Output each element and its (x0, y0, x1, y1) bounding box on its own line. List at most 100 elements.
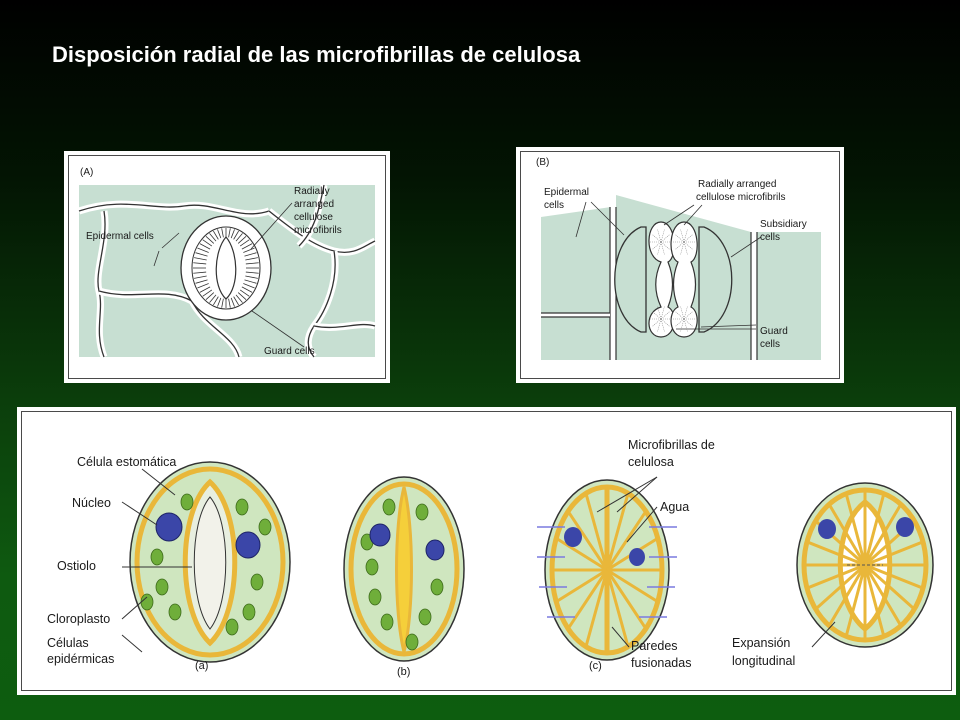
nucleus-icon (155, 512, 183, 542)
radial-wall (566, 569, 609, 630)
figure-c-diagram: Célula estomática Núcleo Ostiolo Cloropl… (47, 438, 934, 678)
radial-microfibril (209, 294, 217, 303)
radial-microfibril (660, 241, 665, 255)
epidermal-tissue-right (756, 232, 821, 360)
radial-microfibril (660, 229, 665, 243)
radial-microfibril (244, 252, 257, 257)
radial-wall (864, 563, 916, 611)
label-ostiolo: Ostiolo (57, 559, 96, 573)
label-epidermal: Epidermal (544, 187, 589, 198)
radial-microfibril (244, 279, 257, 284)
radial-wall (864, 563, 924, 590)
radial-microfibril (221, 228, 224, 238)
stoma-expanded-d (796, 482, 934, 648)
stoma-a (180, 215, 272, 321)
sublabel-c: (c) (589, 660, 602, 672)
nucleus-icon (369, 523, 391, 547)
stoma-open-a (129, 461, 291, 663)
radial-microfibril (213, 230, 219, 240)
radial-microfibril (683, 229, 688, 243)
radial-microfibril (199, 243, 211, 250)
label-celula-estomatica: Célula estomática (77, 455, 176, 469)
figure-b-panel-label: (B) (536, 157, 549, 168)
chloroplast-icon (365, 558, 379, 576)
radial-microfibril (245, 275, 258, 279)
figure-b-walls (541, 207, 758, 360)
radial-wall (806, 540, 866, 567)
sublabel-b: (b) (397, 666, 410, 678)
radial-microfibril (680, 241, 685, 255)
radial-microfibril (683, 241, 688, 255)
chloroplast-icon (405, 633, 419, 651)
radial-wall (844, 493, 867, 566)
subsidiary-cell-left (614, 226, 647, 333)
label-cellulose: cellulose (294, 212, 333, 223)
label-celulas: Células (47, 636, 89, 650)
label-longitudinal: longitudinal (732, 654, 795, 668)
guard-cells-b (648, 221, 698, 338)
radial-microfibril (243, 247, 255, 253)
radial-microfibril (230, 229, 235, 239)
radial-microfibril (230, 297, 235, 307)
radial-wall (605, 510, 648, 571)
label-radially: Radially (294, 186, 330, 197)
radial-wall (863, 564, 903, 627)
radial-microfibril (221, 298, 224, 308)
label-cellulose-microfibrils: cellulose microfibrils (696, 192, 785, 203)
radial-microfibril (683, 306, 688, 320)
radial-microfibril (657, 318, 662, 332)
radial-microfibril (245, 262, 259, 265)
radial-microfibril (217, 297, 222, 307)
radial-wall (844, 564, 867, 637)
radial-wall (864, 540, 924, 567)
nucleus-icon (818, 519, 836, 539)
figure-a-panel: (A) (64, 151, 390, 383)
radial-microfibril (194, 275, 207, 279)
nucleus-icon (235, 531, 261, 559)
radial-wall (555, 568, 608, 604)
chloroplast-icon (258, 518, 272, 536)
radial-microfibril (194, 257, 207, 261)
label-microfibrillas: Microfibrillas de (628, 438, 715, 452)
label-guard-cells-b: cells (760, 339, 780, 350)
radial-microfibril (213, 296, 219, 306)
chloroplast-icon (150, 548, 164, 566)
label-nucleo: Núcleo (72, 496, 111, 510)
radial-microfibril (195, 279, 208, 284)
label-radially-arranged: Radially arranged (698, 179, 776, 190)
label-paredes: Paredes (631, 639, 678, 653)
label-microfibrils: microfibrils (294, 225, 342, 236)
stoma-closed-b (343, 476, 465, 662)
radial-microfibril (235, 294, 243, 303)
radial-microfibril (657, 306, 662, 320)
chloroplast-icon (235, 498, 249, 516)
label-guard-cells: Guard cells (264, 346, 315, 357)
chloroplast-icon (168, 603, 182, 621)
label-arranged: arranged (294, 199, 334, 210)
figure-c-leaders (121, 468, 836, 653)
label-expansion: Expansión (732, 636, 790, 650)
nucleus-icon (896, 517, 914, 537)
radial-microfibril (237, 235, 247, 244)
radial-microfibril (197, 247, 209, 253)
stoma-radial-c (537, 479, 677, 661)
radial-microfibril (202, 289, 213, 297)
chloroplast-icon (382, 498, 396, 516)
radial-wall (605, 492, 630, 571)
radial-wall (827, 503, 867, 566)
radial-microfibril (193, 262, 207, 265)
radial-microfibril (205, 235, 215, 244)
radial-microfibril (657, 229, 662, 243)
label-epidermal-cells-b: cells (544, 200, 564, 211)
figure-a-leaders (153, 202, 305, 348)
radial-microfibril (202, 239, 213, 247)
chloroplast-icon (430, 578, 444, 596)
radial-microfibril (239, 239, 250, 247)
label-agua: Agua (660, 500, 689, 514)
chloroplast-icon (242, 603, 256, 621)
radial-microfibril (243, 283, 255, 289)
chloroplast-icon (368, 588, 382, 606)
chloroplast-icon (415, 503, 429, 521)
radial-microfibril (235, 233, 243, 242)
radial-microfibril (233, 230, 239, 240)
